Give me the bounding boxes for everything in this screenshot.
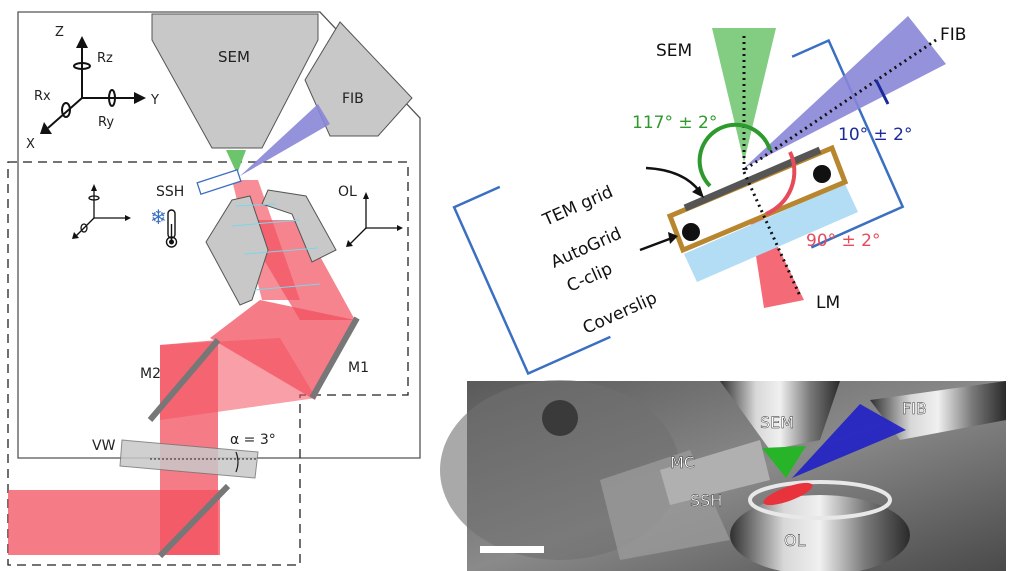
label-sem-top: SEM: [656, 41, 692, 61]
angle-arc-green: [697, 122, 772, 188]
photo-port: [542, 400, 578, 436]
fib-beam-cone: [744, 16, 946, 168]
photo-fib-column: [870, 381, 1006, 440]
label-vw: VW: [92, 438, 116, 454]
photo-objective-ring: [748, 480, 892, 520]
label-lm: LM: [816, 293, 840, 313]
outline-bracket: [452, 38, 905, 376]
photo-lm-spot: [763, 482, 813, 506]
axis-ry: Ry: [98, 115, 114, 130]
fib-beam: [240, 104, 330, 176]
axis-y: Y: [150, 93, 159, 108]
label-ssh: SSH: [156, 184, 184, 200]
mirror-m1: [309, 316, 360, 400]
laser-beam-diagonal-ol: [240, 220, 355, 320]
photo-label-fib: FIB: [902, 399, 927, 418]
sem-beam: [226, 150, 246, 174]
ssh-axes-icon: [72, 184, 131, 239]
angle-fib-tilt: 10° ± 2°: [838, 125, 913, 145]
label-fib: FIB: [342, 91, 364, 107]
lens-line-1: [235, 203, 277, 207]
axis-rz: Rz: [97, 51, 113, 66]
fib-column: [304, 21, 413, 137]
axis-z: Z: [55, 25, 64, 40]
label-coverslip: Coverslip: [580, 288, 660, 338]
label-m1: M1: [348, 360, 369, 376]
photo-label-ol: OL: [784, 531, 806, 550]
photo-label-mc: MC: [670, 453, 695, 472]
fib-tilt-tick: [874, 79, 890, 105]
lens-line-3: [243, 247, 319, 255]
laser-beam-horizontal-out: [8, 490, 220, 555]
snowflake-icon: ❄: [150, 205, 167, 229]
angle-arc-red: [765, 151, 797, 216]
scale-bar: [480, 546, 544, 553]
photo-sem-beam: [762, 446, 806, 478]
photo-label-ssh: SSH: [690, 491, 722, 510]
label-ol: OL: [338, 184, 357, 200]
lens-line-4: [253, 283, 321, 291]
alpha-arc: [235, 451, 239, 473]
left-panel: ❄ SEM FIB SSH OL M1 M2 VW α = 3° Z Rz Y …: [7, 11, 421, 566]
label-sem: SEM: [218, 48, 250, 66]
right-top-panel: SEM FIB LM 117° ± 2° 10° ± 2° 90° ± 2° T…: [452, 16, 966, 376]
tem-grid: [683, 146, 822, 212]
fib-axis: [743, 38, 937, 172]
label-fib-top: FIB: [940, 25, 966, 45]
angle-sem-fib: 117° ± 2°: [632, 113, 717, 133]
label-tem-grid: TEM grid: [539, 182, 616, 231]
ol-axes-icon: [346, 192, 403, 247]
sem-beam-cone: [712, 28, 776, 162]
coordinate-system: [40, 36, 146, 134]
mirror-m3: [157, 483, 231, 559]
photo-label-sem: SEM: [760, 413, 794, 432]
c-clip-right: [813, 165, 831, 183]
objective-lens-right: [261, 189, 337, 263]
mirror-m2: [147, 338, 221, 422]
c-clip-left: [682, 223, 700, 241]
photo-fib-beam: [792, 404, 906, 478]
pointer-autogrid: [639, 232, 678, 252]
label-alpha: α = 3°: [230, 432, 276, 448]
vacuum-window: [119, 439, 259, 479]
objective-lens-left: [205, 195, 269, 306]
thermometer-icon: [165, 209, 178, 248]
label-autogrid: AutoGrid: [548, 224, 625, 273]
pointer-tem-grid: [645, 166, 704, 198]
sem-column: [151, 13, 319, 149]
photo-panel: SEM FIB MC SSH OL: [440, 380, 1006, 571]
chamber-outline: [17, 11, 421, 459]
angle-lm: 90° ± 2°: [806, 231, 881, 251]
axis-rx: Rx: [34, 89, 51, 104]
label-m2: M2: [140, 366, 161, 382]
sample-holder: [196, 168, 242, 196]
axis-x: X: [26, 137, 35, 152]
photo-mc-block: [660, 440, 770, 505]
photo-sem-pole: [720, 381, 840, 450]
lens-line-2: [231, 219, 301, 227]
